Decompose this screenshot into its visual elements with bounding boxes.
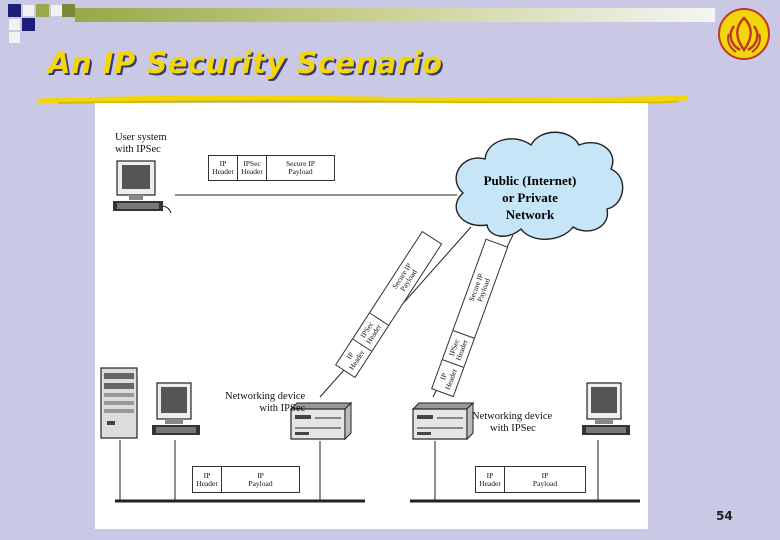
label-line: Networking device — [225, 391, 306, 402]
label-line: with IPSec — [490, 423, 536, 435]
cloud-label-line: Network — [505, 206, 555, 222]
networking-device-right-icon — [411, 401, 475, 441]
deco-square — [36, 4, 49, 17]
deco-square — [22, 4, 35, 17]
cloud-label: Public (Internet) or Private Network — [465, 173, 595, 224]
deco-gradient-stripe — [75, 8, 715, 22]
top-decoration — [0, 0, 780, 46]
networking-device-right-label: Networking device with IPSec — [472, 411, 552, 435]
emblem-logo — [718, 8, 770, 60]
user-system-computer-icon — [113, 160, 172, 214]
slide-title: An IP Security Scenario — [48, 46, 443, 80]
networking-device-left-label: Networking device with IPSec — [225, 391, 305, 415]
diagram-panel: Public (Internet) or Private Network Use… — [95, 103, 648, 529]
cloud-label-line: or Private — [502, 189, 558, 205]
title-underline — [38, 95, 688, 104]
network-cloud — [455, 131, 624, 240]
workstation-left-icon — [152, 382, 200, 435]
page-number: 54 — [716, 509, 733, 523]
label-line: User system — [115, 132, 167, 143]
server-tower-icon — [100, 367, 138, 439]
label-line: Networking device — [472, 411, 553, 422]
networking-device-left-icon — [289, 401, 353, 441]
user-system-label: User system with IPSec — [115, 132, 167, 156]
deco-square — [8, 18, 21, 31]
deco-square — [8, 4, 21, 17]
label-line: with IPSec — [259, 403, 306, 415]
diagram-canvas — [100, 131, 640, 503]
workstation-right-icon — [582, 382, 630, 435]
cloud-label-line: Public (Internet) — [483, 173, 577, 188]
label-line: with IPSec — [115, 144, 161, 156]
deco-square — [8, 31, 21, 44]
deco-square — [62, 4, 75, 17]
deco-square — [22, 18, 35, 31]
